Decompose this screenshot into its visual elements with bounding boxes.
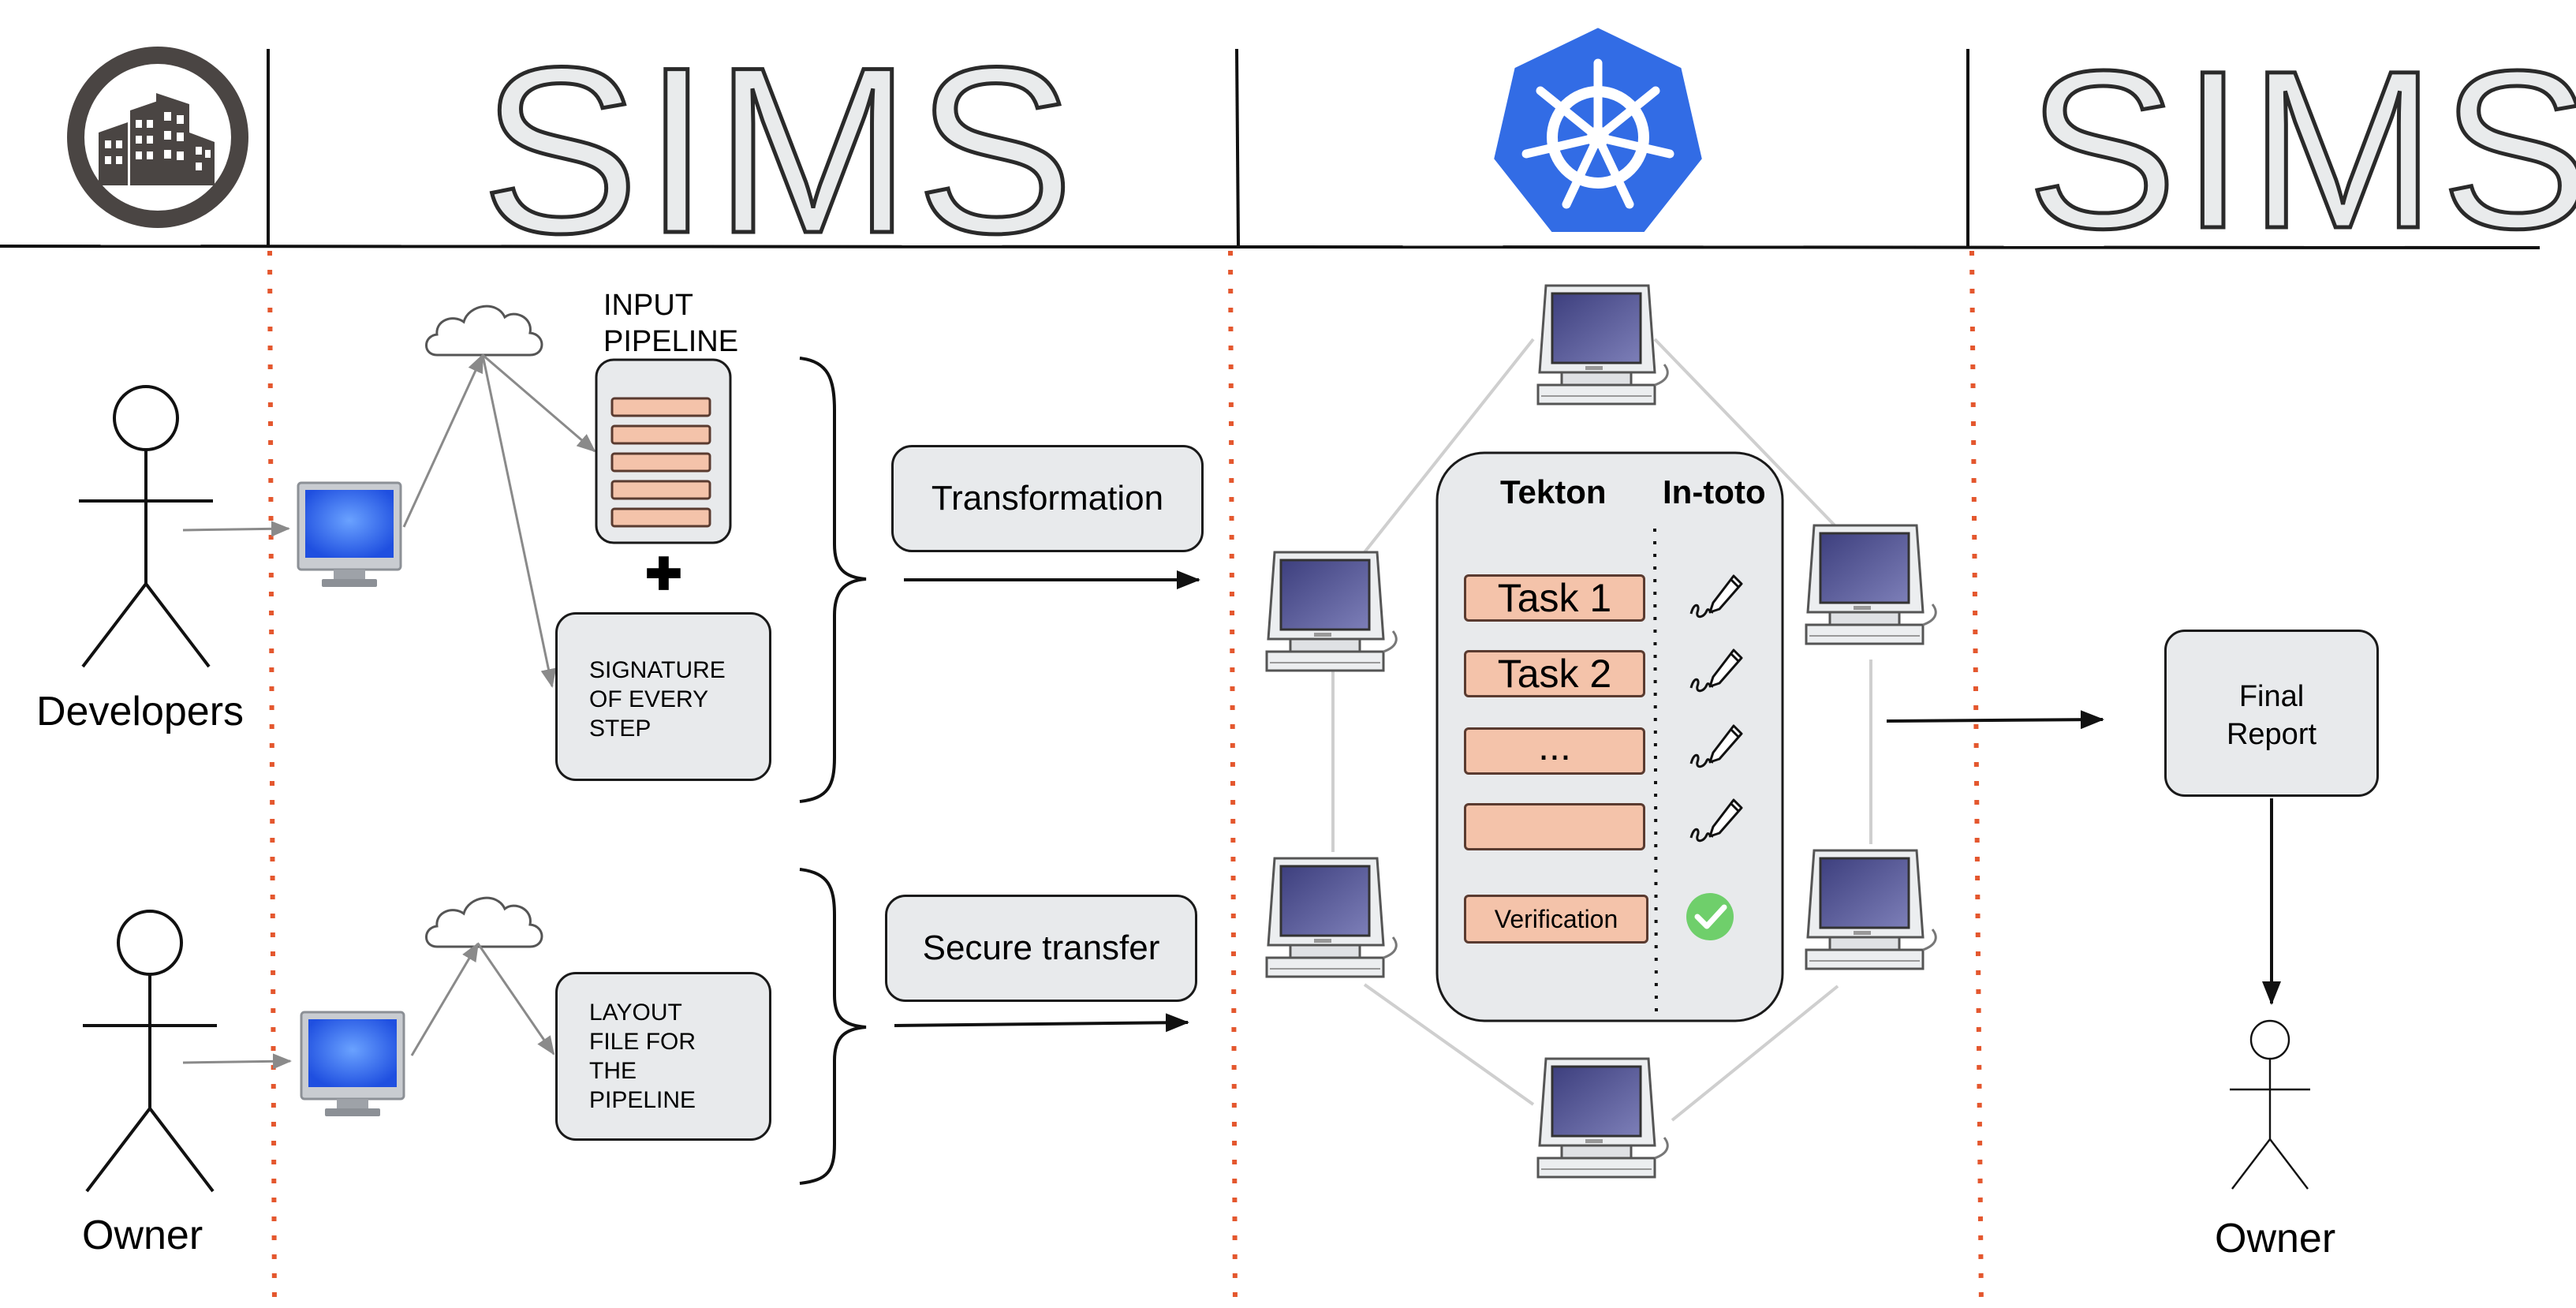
signature-box-text: SIGNATURE OF EVERY STEP xyxy=(589,657,726,742)
layout-file-box: LAYOUT FILE FOR THE PIPELINE xyxy=(555,972,771,1141)
computer-to-cloud-arrow-top xyxy=(402,353,484,528)
owner-figure-left xyxy=(81,910,218,1193)
cluster-node-icon-top xyxy=(1536,284,1669,405)
task-bar-2: Task 2 xyxy=(1464,650,1645,697)
plus-icon: ✚ xyxy=(645,549,682,599)
secure-transfer-arrow xyxy=(894,1013,1189,1033)
column-divider-1 xyxy=(267,250,277,1308)
cluster-network-lines xyxy=(1331,338,1872,1122)
task-bar-4 xyxy=(1464,803,1645,850)
tekton-header: Tekton xyxy=(1500,473,1607,510)
curly-brace-top xyxy=(799,357,867,803)
cluster-node-icon-right-upper xyxy=(1805,524,1937,645)
header-underline xyxy=(0,245,2541,249)
owner-figure-right xyxy=(2228,1019,2312,1190)
sims-title-right: SIMS xyxy=(2025,24,2576,275)
developer-figure xyxy=(77,385,215,668)
check-circle-icon xyxy=(1686,893,1734,940)
cluster-node-icon-left-lower xyxy=(1265,857,1398,978)
cloud-icon-bottom xyxy=(425,896,543,948)
column-divider-2 xyxy=(1228,250,1238,1308)
curly-brace-bottom xyxy=(799,868,867,1185)
cluster-node-icon-right-lower xyxy=(1805,849,1937,970)
owner-label-right: Owner xyxy=(2215,1216,2336,1261)
input-pipeline-box xyxy=(595,358,732,544)
transformation-label: Transformation xyxy=(931,479,1164,518)
task-bar-1: Task 1 xyxy=(1464,574,1645,622)
cloud-to-signature-arrow xyxy=(481,354,557,688)
developer-computer-icon xyxy=(297,481,402,589)
developers-label: Developers xyxy=(36,689,245,734)
intoto-header: In-toto xyxy=(1663,473,1766,510)
secure-transfer-label: Secure transfer xyxy=(922,929,1160,967)
cloud-to-layout-arrow xyxy=(476,943,555,1056)
report-arrow xyxy=(1886,710,2104,730)
ship-wheel-icon xyxy=(1489,23,1707,237)
header-divider-2 xyxy=(1235,48,1240,247)
owner-label-left: Owner xyxy=(82,1213,203,1258)
signature-box: SIGNATURE OF EVERY STEP xyxy=(555,612,771,781)
transformation-box: Transformation xyxy=(891,445,1204,552)
cloud-to-pipeline-arrow xyxy=(482,353,596,453)
input-pipeline-label: INPUT PIPELINE xyxy=(603,289,739,358)
cluster-node-icon-bottom xyxy=(1536,1057,1669,1179)
task-bar-3: ... xyxy=(1464,727,1645,775)
cluster-node-icon-left-upper xyxy=(1265,551,1398,672)
secure-transfer-box: Secure transfer xyxy=(885,895,1197,1002)
sims-title-left: SIMS xyxy=(479,17,1079,282)
owner-to-computer-arrow xyxy=(182,1053,292,1070)
computer-to-cloud-arrow-bottom xyxy=(410,942,480,1056)
owner-computer-icon xyxy=(300,1011,405,1118)
city-buildings-icon xyxy=(67,47,248,228)
final-report-label: Final Report xyxy=(2226,680,2317,751)
column-divider-3 xyxy=(1969,250,1984,1308)
cloud-icon-top xyxy=(425,305,543,357)
final-report-box: Final Report xyxy=(2164,630,2379,797)
verification-bar: Verification xyxy=(1464,895,1648,944)
developer-to-computer-arrow xyxy=(182,521,290,537)
layout-file-box-text: LAYOUT FILE FOR THE PIPELINE xyxy=(589,1000,696,1113)
